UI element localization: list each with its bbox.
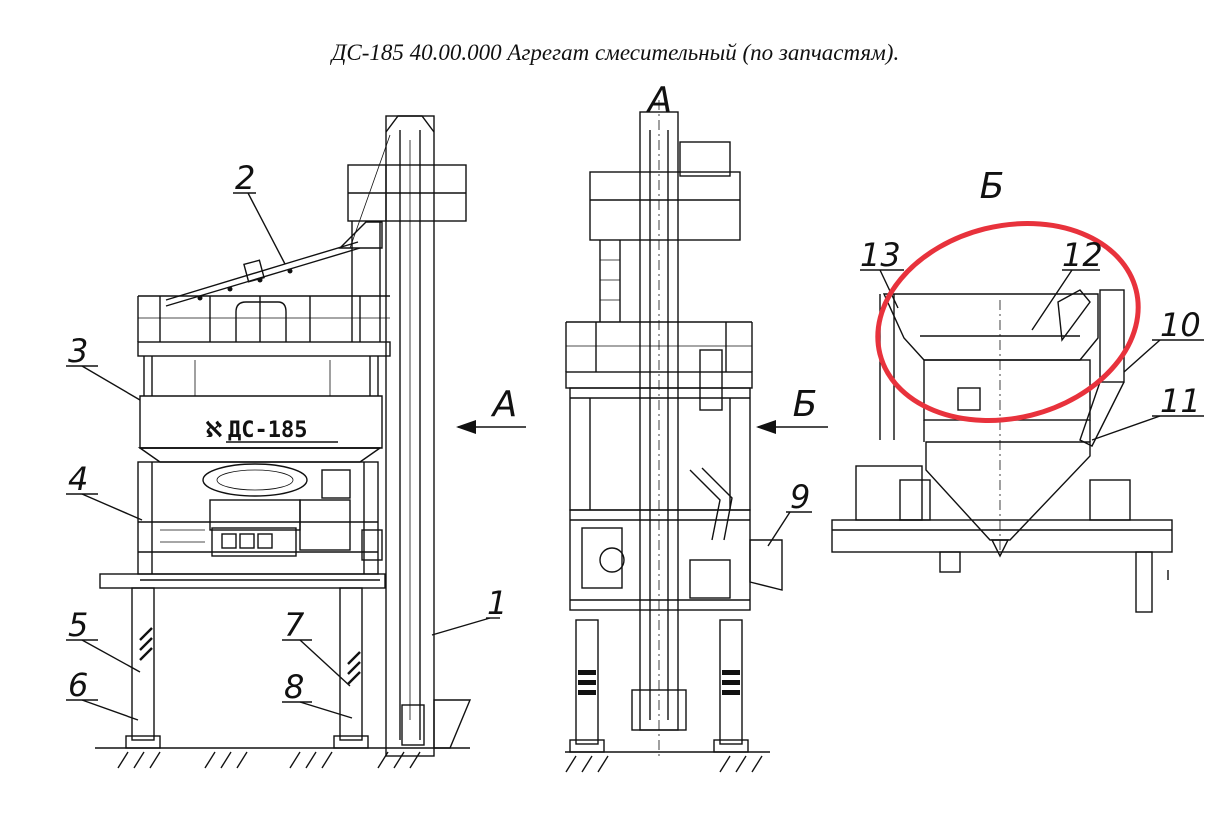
view-b	[831, 221, 1204, 613]
brand-text: ДС-185	[228, 418, 307, 443]
callout-4: 4	[68, 460, 88, 498]
callout-13: 13	[860, 236, 901, 274]
callout-11: 11	[1160, 382, 1201, 420]
callout-8: 8	[284, 668, 304, 706]
callout-2: 2	[235, 159, 255, 197]
callout-1: 1	[487, 584, 507, 622]
callout-6: 6	[68, 666, 88, 704]
callout-5: 5	[68, 606, 88, 644]
view-label-a-arrow: А	[491, 384, 518, 425]
front-view: ℵ ДС-185	[66, 115, 526, 769]
callout-7: 7	[284, 606, 305, 644]
brand-logo: ℵ	[205, 418, 222, 443]
view-label-b-top: Б	[980, 166, 1005, 207]
view-label-b-arrow: Б	[793, 384, 818, 425]
callout-10: 10	[1160, 306, 1201, 344]
callout-3: 3	[68, 332, 88, 370]
highlight-ellipse	[875, 221, 1141, 423]
drawing-title: ДС-185 40.00.000 Агрегат смесительный (п…	[331, 40, 900, 65]
callout-12: 12	[1062, 236, 1103, 274]
ground-hatch-left	[117, 751, 421, 769]
view-a	[565, 100, 828, 773]
view-label-a-top: А	[646, 80, 673, 121]
ground-hatch-mid	[565, 755, 763, 773]
callout-9: 9	[790, 478, 810, 516]
